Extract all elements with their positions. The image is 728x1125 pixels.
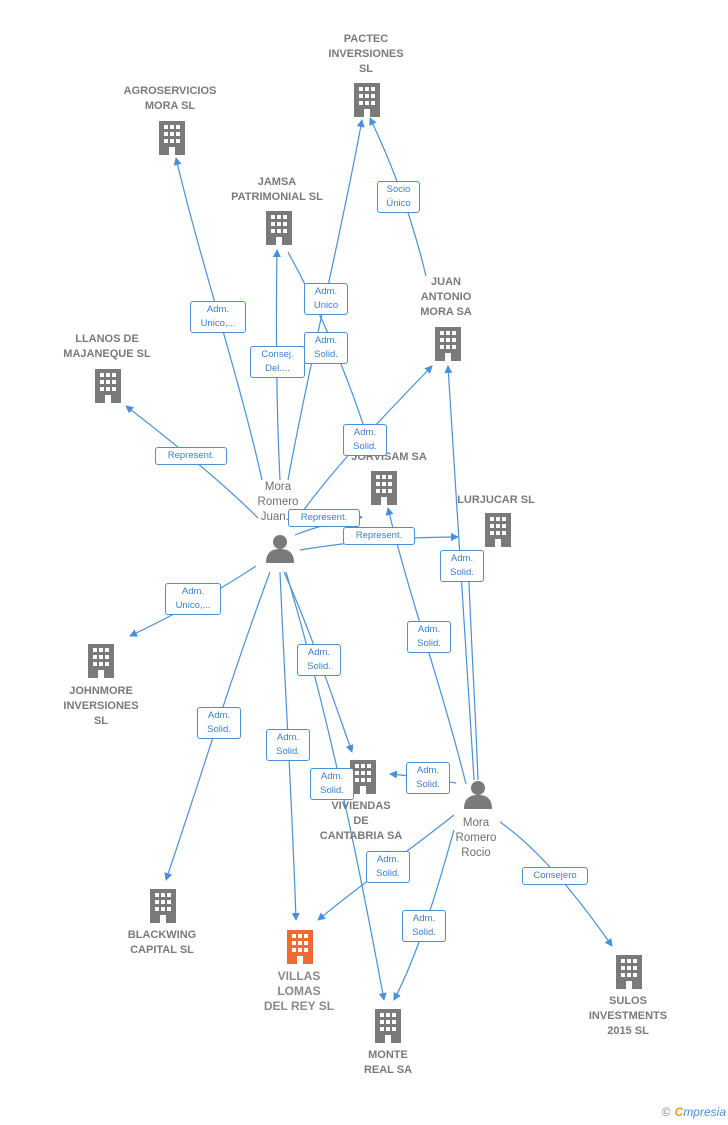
- edge-label-consejero[interactable]: Consejero: [522, 867, 588, 885]
- node-llanos-label[interactable]: LLANOS DE MAJANEQUE SL: [63, 333, 151, 360]
- building-icon: [616, 955, 642, 989]
- node-johnmore-label[interactable]: JOHNMORE INVERSIONES SL: [63, 685, 139, 727]
- brand-initial: C: [674, 1105, 684, 1119]
- building-icon: [266, 211, 292, 245]
- person-icon: [266, 535, 294, 563]
- node-villas-label[interactable]: VILLAS LOMAS DEL REY SL: [263, 969, 335, 1013]
- node-pactec-label[interactable]: PACTEC INVERSIONES SL: [328, 33, 404, 75]
- edge-label-represent-jorvisam[interactable]: Represent.: [288, 509, 360, 527]
- person-juan-label[interactable]: Mora Romero Juan...: [257, 481, 299, 523]
- node-viviendas-label[interactable]: VIVIENDAS DE CANTABRIA SA: [319, 800, 403, 842]
- edge-label-adm-solid-rocio-lurjucar[interactable]: Adm. Solid.: [440, 550, 484, 582]
- edge-label-adm-solid-viviendas[interactable]: Adm. Solid.: [297, 644, 341, 676]
- edge-label-socio-unico[interactable]: Socio Único: [377, 181, 420, 213]
- edge-label-adm-solid-rocio-monte[interactable]: Adm. Solid.: [402, 910, 446, 942]
- building-icon-main: [287, 930, 313, 964]
- building-icon: [371, 471, 397, 505]
- edge-label-adm-solid-rocio-viviendas[interactable]: Adm. Solid.: [406, 762, 450, 794]
- edge-label-adm-unico-agro[interactable]: Adm. Unico,...: [190, 301, 246, 333]
- building-icon: [159, 121, 185, 155]
- edge-label-consej-jamsa[interactable]: Consej. Del....: [250, 346, 305, 378]
- edge-label-represent-lurjucar[interactable]: Represent.: [343, 527, 415, 545]
- node-juan-antonio-label[interactable]: JUAN ANTONIO MORA SA: [420, 276, 472, 318]
- building-icon: [88, 644, 114, 678]
- building-icon: [485, 513, 511, 547]
- building-icon: [95, 369, 121, 403]
- node-lurjucar-label[interactable]: LURJUCAR SL: [457, 494, 535, 506]
- edge-label-adm-solid-villas[interactable]: Adm. Solid.: [266, 729, 310, 761]
- edge-label-adm-solid-rocio-jorvisam[interactable]: Adm. Solid.: [407, 621, 451, 653]
- edge-label-adm-solid-juan-antonio[interactable]: Adm. Solid.: [343, 424, 387, 456]
- building-icon: [375, 1009, 401, 1043]
- edge-label-adm-unico-pactec[interactable]: Adm. Unico: [304, 283, 348, 315]
- building-icon: [435, 327, 461, 361]
- person-rocio-label[interactable]: Mora Romero Rocio: [455, 817, 497, 859]
- edge-label-adm-solid-blackwing[interactable]: Adm. Solid.: [197, 707, 241, 739]
- edge-label-adm-solid-rocio-villas[interactable]: Adm. Solid.: [366, 851, 410, 883]
- person-icon: [464, 781, 492, 809]
- node-agroservicios-label[interactable]: AGROSERVICIOS MORA SL: [123, 85, 217, 112]
- building-icon: [150, 889, 176, 923]
- edge-label-represent-llanos[interactable]: Represent.: [155, 447, 227, 465]
- edge-rocio-lurjucar: [464, 555, 479, 781]
- brand-name: mpresia: [683, 1105, 726, 1119]
- edge-label-adm-solid-jamsa[interactable]: Adm. Solid.: [304, 332, 348, 364]
- copyright-symbol: ©: [661, 1105, 671, 1119]
- building-icon: [354, 83, 380, 117]
- node-sulos-label[interactable]: SULOS INVESTMENTS 2015 SL: [588, 995, 668, 1037]
- node-blackwing-label[interactable]: BLACKWING CAPITAL SL: [127, 929, 197, 956]
- node-monte-label[interactable]: MONTE REAL SA: [363, 1049, 413, 1076]
- footer-brand: ©Cmpresia: [662, 1105, 726, 1119]
- edge-label-adm-solid-monte-juan[interactable]: Adm. Solid.: [310, 768, 354, 800]
- node-jamsa-label[interactable]: JAMSA PATRIMONIAL SL: [231, 176, 323, 203]
- edge-label-adm-unico-johnmore[interactable]: Adm. Unico,...: [165, 583, 221, 615]
